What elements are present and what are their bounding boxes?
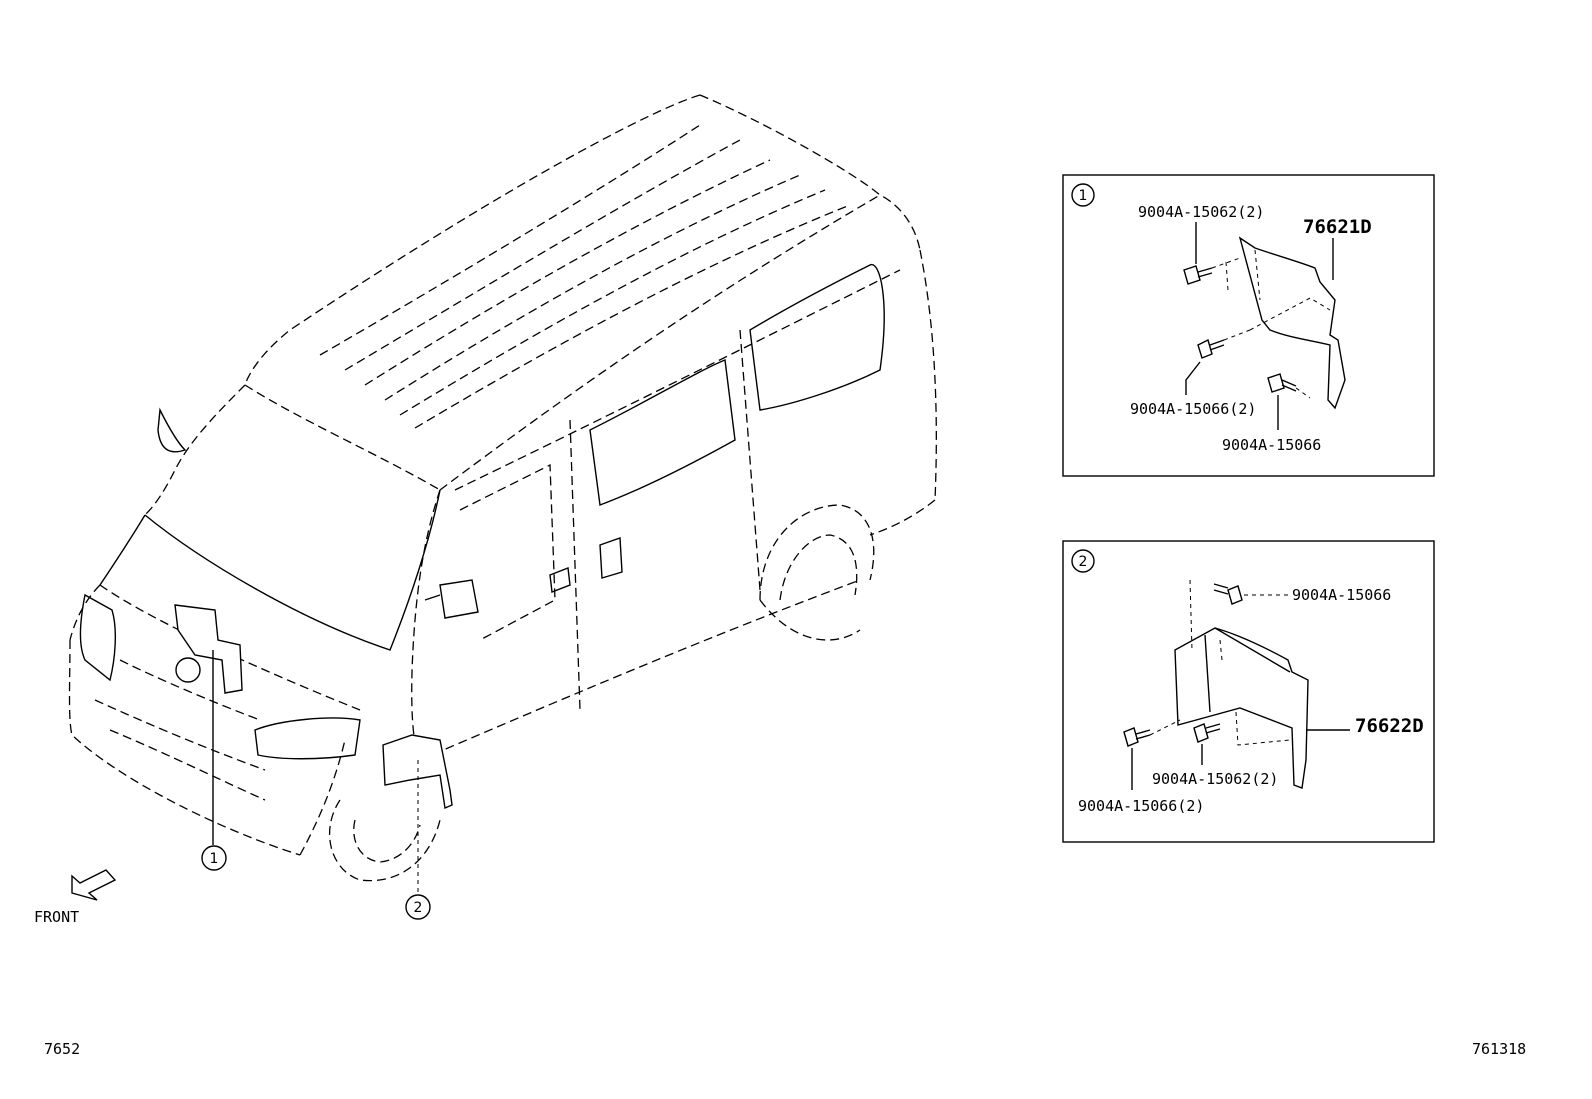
part-76622d-shape <box>1174 627 1309 789</box>
part-number-76622d: 76622D <box>1355 715 1424 737</box>
svg-text:1: 1 <box>210 851 219 867</box>
bolt-label-bottom: 9004A-15066 <box>1222 436 1321 454</box>
front-arrow-icon <box>71 869 117 901</box>
bolt-icon <box>1197 338 1225 359</box>
front-label: FRONT <box>34 908 79 926</box>
svg-text:2: 2 <box>414 900 423 916</box>
part-76621d-shape <box>1238 236 1346 410</box>
callout-marker-1: 1 <box>201 845 227 871</box>
detail-panel-2: 2 76622D 9004A-15066 9004A-15062(2) 9004 <box>1062 540 1435 843</box>
van-illustration <box>68 94 937 895</box>
bolt-icon <box>1213 583 1243 605</box>
part-number-76621d: 76621D <box>1303 216 1372 238</box>
callout-marker-2: 2 <box>405 894 431 920</box>
bolt-label-right: 9004A-15062(2) <box>1152 770 1278 788</box>
bolt-label-left: 9004A-15066(2) <box>1078 797 1204 815</box>
panel2-marker: 2 <box>1079 554 1088 570</box>
van-part-marker-1 <box>174 604 243 694</box>
footer-left-code: 7652 <box>44 1040 80 1058</box>
detail-panel-1: 1 76621D 9004A-15062(2) 9004A-15066(2) <box>1062 174 1435 477</box>
bolt-label-top: 9004A-15066 <box>1292 586 1391 604</box>
bolt-icon <box>1267 373 1297 393</box>
footer-right-code: 761318 <box>1472 1040 1526 1058</box>
bolt-icon <box>1193 723 1221 743</box>
panel1-marker: 1 <box>1079 188 1088 204</box>
bolt-label-mid: 9004A-15066(2) <box>1130 400 1256 418</box>
bolt-label-top: 9004A-15062(2) <box>1138 203 1264 221</box>
bolt-icon <box>1183 265 1213 285</box>
bolt-icon <box>1123 727 1151 747</box>
